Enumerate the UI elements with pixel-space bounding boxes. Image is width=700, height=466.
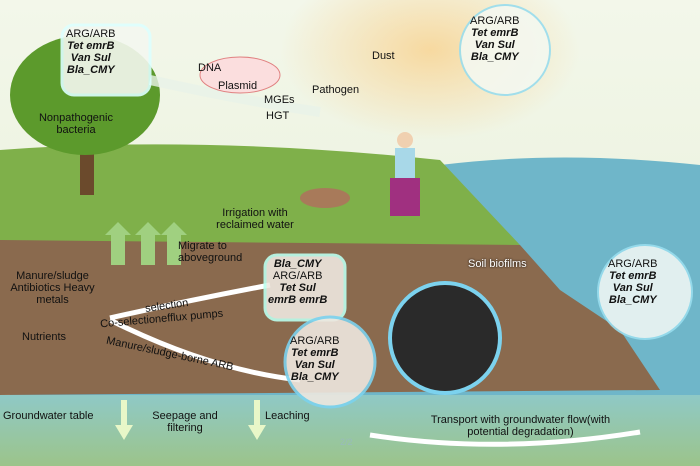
soil-biofilm-circle — [388, 281, 502, 395]
gene: Tet — [67, 40, 84, 52]
dog-icon — [300, 188, 350, 208]
mges-label: MGEs — [264, 94, 295, 106]
gene: Tet — [609, 270, 626, 282]
gene: Sul — [93, 52, 111, 64]
gene: emrB — [628, 270, 657, 282]
gene: Van — [294, 359, 315, 371]
up-arrow — [161, 222, 187, 265]
up-arrow — [105, 222, 131, 265]
arg-title: ARG/ARB — [290, 335, 340, 347]
bacterium-icon — [199, 56, 281, 94]
gene: Sul — [635, 282, 653, 294]
gene: Sul — [298, 282, 316, 294]
gene: Tet — [291, 347, 308, 359]
pathogen-label: Pathogen — [312, 84, 360, 96]
gene: emrB — [86, 40, 115, 52]
gene: Van — [70, 52, 91, 64]
gene: Bla_CMY — [608, 294, 657, 306]
gene: emrB — [299, 294, 328, 306]
gene: Sul — [497, 39, 515, 51]
page-indicator: 2/2 — [340, 437, 353, 447]
arg-title: ARG/ARB — [66, 28, 116, 40]
up-arrow — [135, 222, 161, 265]
migrate-label: Migrate to aboveground — [178, 240, 243, 264]
selection-arrow — [109, 282, 271, 321]
seepage-label: Seepage and filtering — [152, 410, 218, 434]
gene: Tet — [471, 27, 488, 39]
biofilms-label: Soil biofilms — [468, 258, 527, 270]
gene: Sul — [317, 359, 335, 371]
nonpathogenic-label: Nonpathogenic bacteria — [38, 112, 113, 136]
gene: emrB — [490, 27, 519, 39]
plasmid-label: Plasmid — [218, 80, 258, 92]
dust-label: Dust — [372, 50, 395, 62]
gene: emrB — [268, 294, 297, 306]
borne-arrow — [108, 317, 301, 383]
gene: Van — [612, 282, 633, 294]
person-icon — [397, 132, 413, 148]
irrigation-label: Irrigation with reclaimed water — [216, 207, 294, 231]
transport-arrow — [369, 429, 641, 447]
gene: Tet — [279, 282, 296, 294]
gene: Van — [474, 39, 495, 51]
leaching-label: Leaching — [265, 410, 310, 422]
gene: emrB — [310, 347, 339, 359]
dna-label: DNA — [198, 62, 222, 74]
groundwater-label: Groundwater table — [3, 410, 94, 422]
groundwater — [0, 395, 700, 466]
gene: Bla_CMY — [66, 64, 115, 76]
down-arrow — [248, 400, 266, 440]
gene: Bla_CMY — [470, 51, 519, 63]
arg-title: ARG/ARB — [272, 270, 323, 282]
arg-title: ARG/ARB — [470, 15, 520, 27]
gene: Bla_CMY — [290, 371, 339, 383]
nutrients-label: Nutrients — [22, 331, 67, 343]
transport-label: Transport with groundwater flow(with pot… — [430, 414, 611, 438]
grass-field — [0, 144, 520, 245]
hgt-label: HGT — [266, 110, 290, 122]
arg-title: ARG/ARB — [608, 258, 658, 270]
sources-label: Manure/sludge Antibiotics Heavy metals — [10, 270, 95, 306]
down-arrow — [115, 400, 133, 440]
gene: Bla_CMY — [273, 258, 322, 270]
